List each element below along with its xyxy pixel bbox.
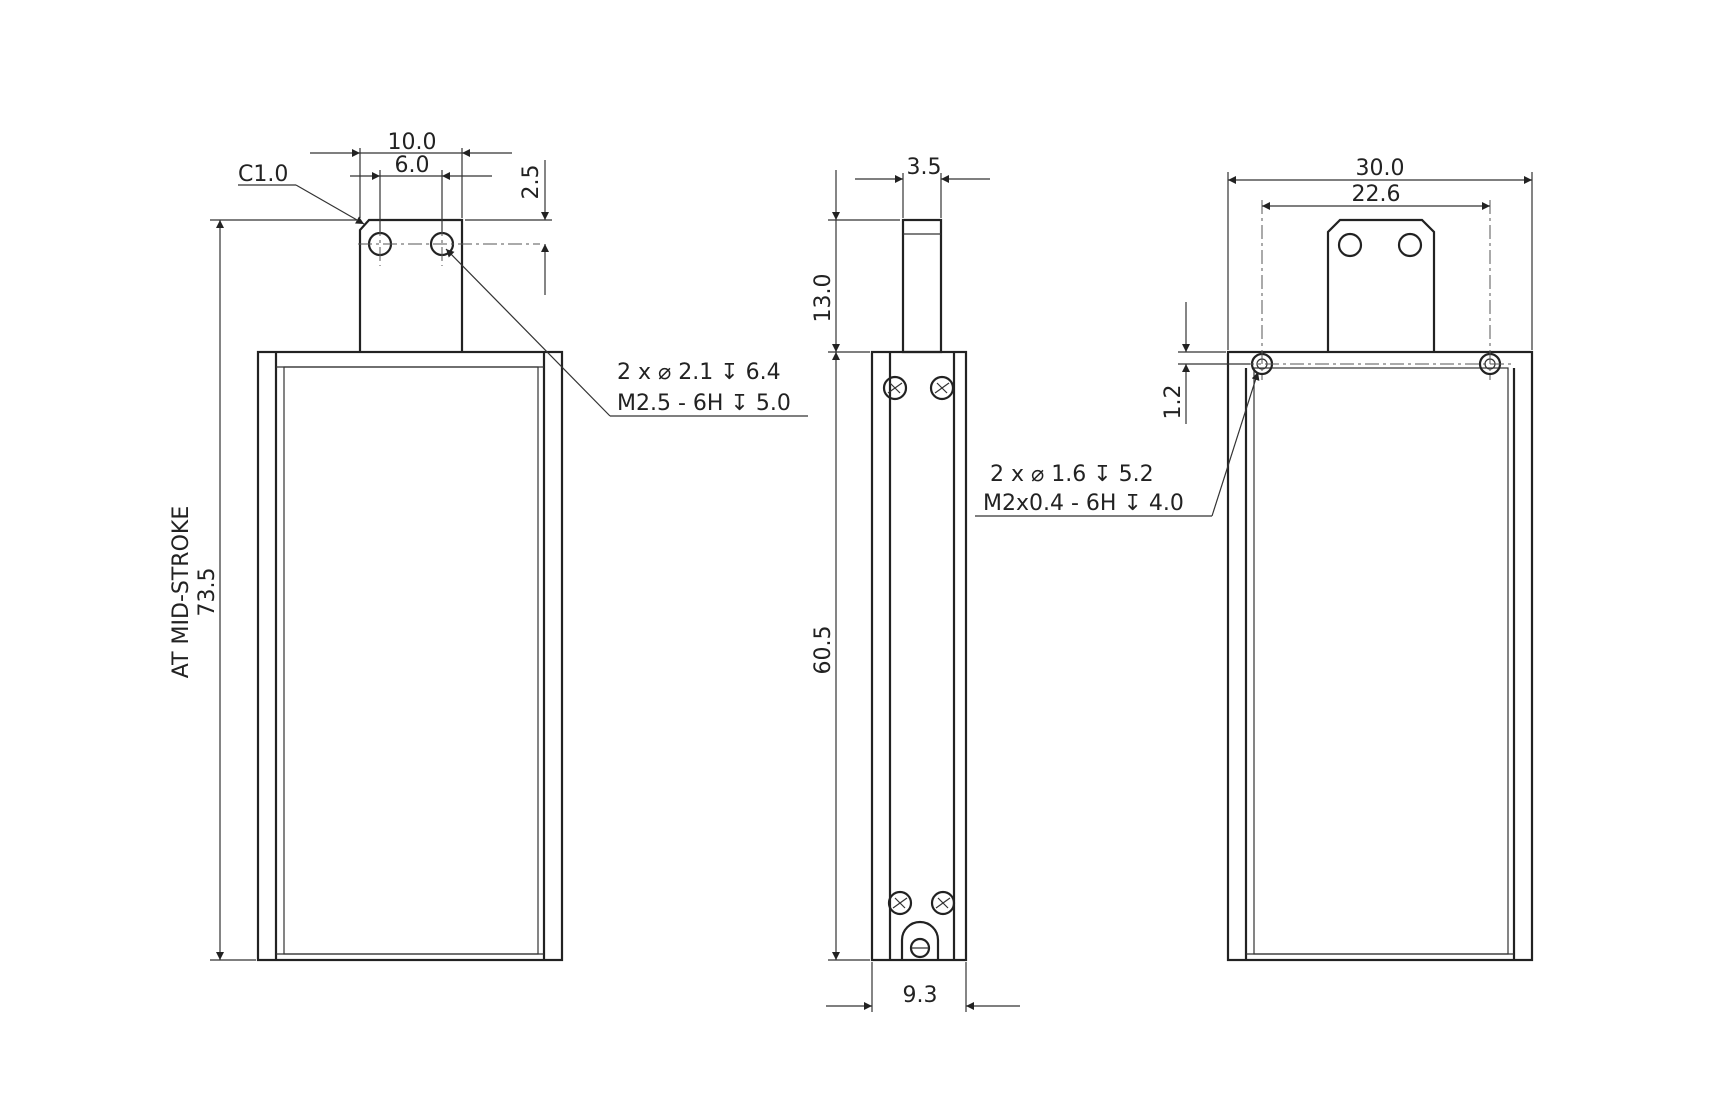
back-tab-hole-left: [1337, 232, 1363, 258]
back-dim-hole-offset: 1.2: [1161, 385, 1186, 420]
side-view: 3.5 13.0 60.5 9.3: [811, 155, 1020, 1012]
front-dim-height: 73.5: [195, 568, 220, 617]
back-dim-width: 30.0: [1356, 156, 1405, 181]
side-screw-bottom-left: [887, 890, 913, 916]
side-screw-bottom-right: [930, 890, 956, 916]
front-hole-note-line1: 2 x ⌀ 2.1 ↧ 6.4: [617, 360, 781, 385]
back-view: 30.0 22.6 1.2 2 x ⌀ 1.6 ↧ 5.2 M2x0.4 - 6…: [975, 156, 1534, 962]
front-dim-tab-width: 10.0: [388, 130, 437, 155]
front-height-note: AT MID-STROKE: [169, 506, 194, 678]
back-hole-note-line2: M2x0.4 - 6H ↧ 4.0: [983, 491, 1184, 516]
front-body-outline: [256, 350, 564, 962]
side-body-outline: [870, 350, 968, 962]
side-dim-tab-thickness: 3.5: [907, 155, 942, 180]
back-tab-hole-right: [1397, 232, 1423, 258]
side-dim-body-length: 60.5: [811, 626, 836, 675]
back-body-inner: [1253, 367, 1509, 955]
back-body-outline: [1226, 350, 1534, 962]
side-dim-tab-length: 13.0: [811, 274, 836, 323]
side-bottom-fitting: [900, 920, 940, 960]
side-tab: [901, 218, 943, 354]
front-dim-hole-offset: 2.5: [519, 165, 544, 200]
front-dim-hole-spacing: 6.0: [395, 153, 430, 178]
back-dim-hole-spacing: 22.6: [1352, 182, 1401, 207]
back-tab: [1326, 218, 1436, 352]
front-tab: [358, 218, 464, 352]
front-body-inner: [283, 366, 539, 955]
front-hole-note-line2: M2.5 - 6H ↧ 5.0: [617, 391, 791, 416]
side-screw-top-right: [929, 375, 955, 401]
side-screw-top-left: [882, 375, 908, 401]
side-dim-body-depth: 9.3: [903, 983, 938, 1008]
front-chamfer-label: C1.0: [238, 162, 288, 187]
front-view: 10.0 6.0 2.5 C1.0 73.5 AT MID-STROKE 2 x…: [169, 130, 808, 962]
back-hole-note-line1: 2 x ⌀ 1.6 ↧ 5.2: [990, 462, 1154, 487]
